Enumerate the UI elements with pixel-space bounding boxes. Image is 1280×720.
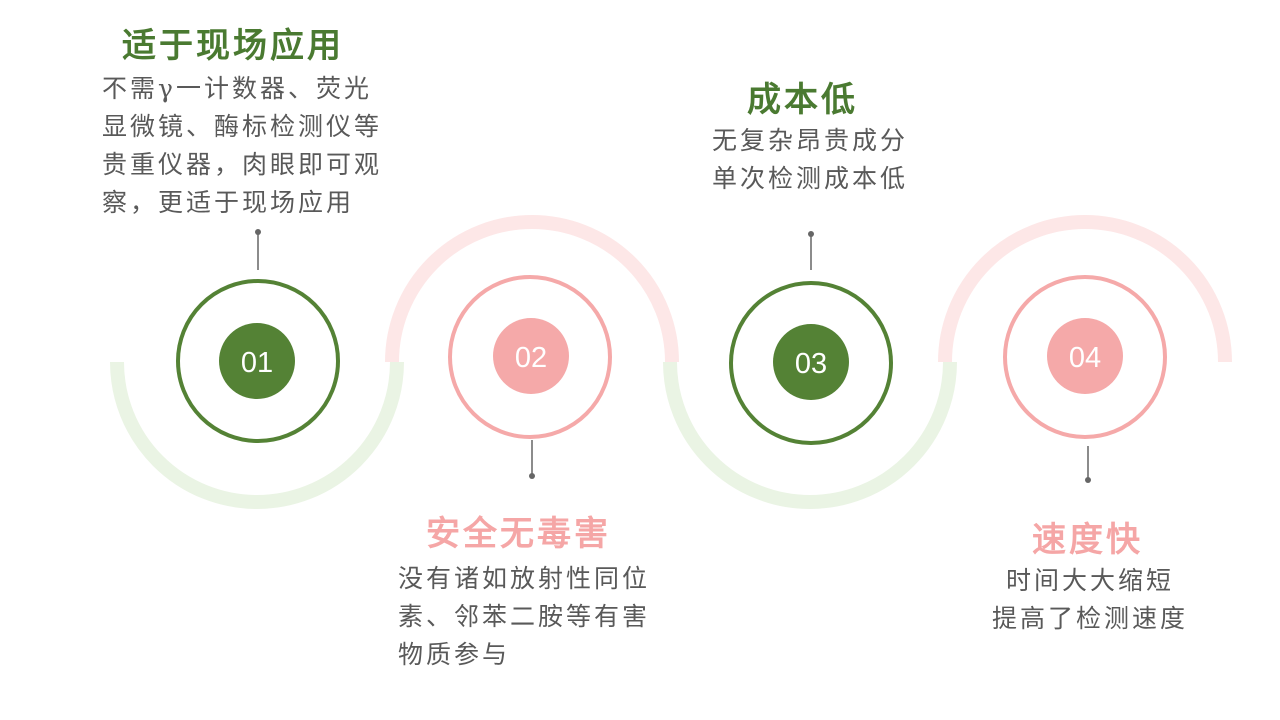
wave-arc-3	[663, 361, 957, 509]
step-title-2: 安全无毒害	[426, 514, 611, 554]
step-node-4: 04	[1003, 275, 1167, 483]
step-node-2: 02	[448, 275, 612, 479]
step-description-4: 时间大大缩短 提高了检测速度	[991, 566, 1188, 633]
step-node-3: 03	[729, 231, 893, 445]
wave-arc-1	[110, 361, 404, 509]
wave-arc-4	[938, 215, 1232, 363]
step-number-3: 03	[795, 348, 827, 380]
step-title-4: 速度快	[1032, 520, 1143, 560]
step-number-4: 04	[1069, 342, 1101, 374]
step-number-2: 02	[515, 342, 547, 374]
step-description-1: 不需γ一计数器、荧光 显微镜、酶标检测仪等 贵重仪器，肉眼即可观 察，更适于现场…	[102, 74, 383, 217]
step-number-1: 01	[241, 347, 273, 379]
step-description-2: 没有诸如放射性同位 素、邻苯二胺等有害 物质参与	[398, 564, 651, 669]
step-description-3: 无复杂昂贵成分 单次检测成本低	[711, 126, 908, 193]
step-title-3: 成本低	[747, 80, 858, 120]
wave-arc-2	[385, 215, 679, 363]
step-node-1: 01	[176, 229, 340, 443]
step-title-1: 适于现场应用	[122, 26, 344, 66]
